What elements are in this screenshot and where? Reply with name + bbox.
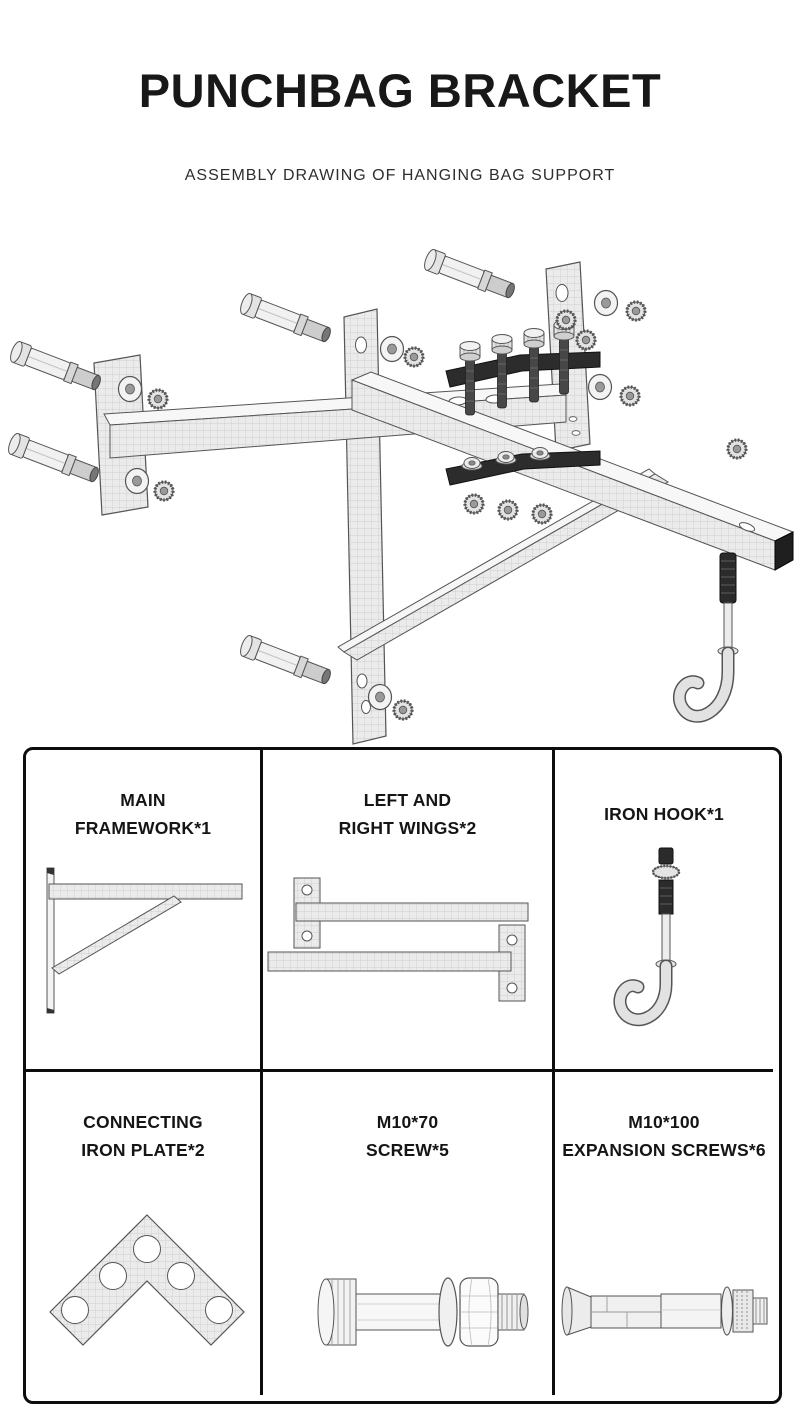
diagonal-brace-icon: [337, 468, 669, 661]
left-right-wings-icon: [267, 877, 528, 1002]
part-label-line: M10*100: [628, 1112, 700, 1132]
part-label: LEFT AND RIGHT WINGS*2: [339, 786, 477, 842]
part-label: MAIN FRAMEWORK*1: [75, 786, 211, 842]
part-label: M10*100 EXPANSION SCREWS*6: [562, 1108, 766, 1164]
flange-nut-icon: [497, 499, 519, 521]
flange-nut-icon: [575, 329, 597, 351]
washer-icon: [379, 335, 405, 363]
part-cell-left-right-wings: LEFT AND RIGHT WINGS*2: [263, 750, 555, 1072]
part-label-line: IRON HOOK*1: [604, 804, 724, 824]
iron-hook-icon: [672, 552, 739, 723]
expansion-bolt-icon: [7, 339, 104, 395]
part-cell-m10-70-screw: M10*70 SCREW*5: [263, 1072, 555, 1395]
assembly-drawing: [0, 220, 800, 745]
parts-table: MAIN FRAMEWORK*1 LEFT AND RIGHT WINGS*2: [23, 747, 782, 1404]
m10-70-screw-icon: [317, 1277, 528, 1347]
washer-icon: [593, 289, 619, 317]
washer-icon: [587, 373, 613, 401]
page-subtitle: ASSEMBLY DRAWING OF HANGING BAG SUPPORT: [184, 167, 616, 184]
expansion-bolt-icon: [237, 633, 334, 689]
flange-nut-icon: [403, 346, 425, 368]
nut-icon: [461, 457, 483, 471]
connecting-plate-bottom-icon: [445, 447, 601, 525]
part-label-line: FRAMEWORK*1: [74, 818, 212, 838]
flange-nut-icon: [463, 493, 485, 515]
part-label-line: LEFT AND: [363, 790, 452, 810]
exploded-view-icon: [5, 247, 795, 745]
flange-nut-icon: [153, 480, 175, 502]
m10-100-expansion-screw-icon: [561, 1286, 768, 1336]
part-cell-connecting-iron-plate: CONNECTING IRON PLATE*2: [26, 1072, 263, 1395]
part-label: M10*70 SCREW*5: [366, 1108, 449, 1164]
flange-nut-icon: [619, 385, 641, 407]
page-title: PUNCHBAG BRACKET: [138, 64, 662, 117]
part-cell-main-framework: MAIN FRAMEWORK*1: [26, 750, 263, 1072]
part-label: IRON HOOK*1: [604, 800, 724, 828]
flange-nut-icon: [531, 503, 553, 525]
part-label-line: RIGHT WINGS*2: [338, 818, 477, 838]
connecting-plate-top-icon: [445, 309, 601, 416]
expansion-bolt-icon: [237, 291, 334, 347]
flange-nut-icon: [392, 699, 414, 721]
iron-hook-icon: [613, 847, 681, 1027]
flange-nut-icon: [726, 438, 748, 460]
part-label-line: CONNECTING: [83, 1112, 203, 1132]
flange-nut-icon: [555, 309, 577, 331]
washer-icon: [124, 467, 150, 495]
part-label: CONNECTING IRON PLATE*2: [81, 1108, 205, 1164]
part-label-line: EXPANSION SCREWS*6: [562, 1140, 766, 1160]
connecting-iron-plate-icon: [48, 1214, 245, 1346]
part-cell-m10-100-expansion-screws: M10*100 EXPANSION SCREWS*6: [555, 1072, 773, 1395]
expansion-bolt-icon: [421, 247, 518, 303]
main-framework-icon: [46, 867, 242, 1014]
part-label-line: M10*70: [376, 1112, 439, 1132]
part-label-line: IRON PLATE*2: [81, 1140, 205, 1160]
washer-icon: [117, 375, 143, 403]
flange-nut-icon: [625, 300, 647, 322]
washer-icon: [367, 683, 393, 711]
part-label-line: SCREW*5: [365, 1140, 450, 1160]
expansion-bolt-icon: [5, 431, 102, 487]
part-label-line: MAIN: [120, 790, 166, 810]
part-cell-iron-hook: IRON HOOK*1: [555, 750, 773, 1072]
flange-nut-icon: [147, 388, 169, 410]
